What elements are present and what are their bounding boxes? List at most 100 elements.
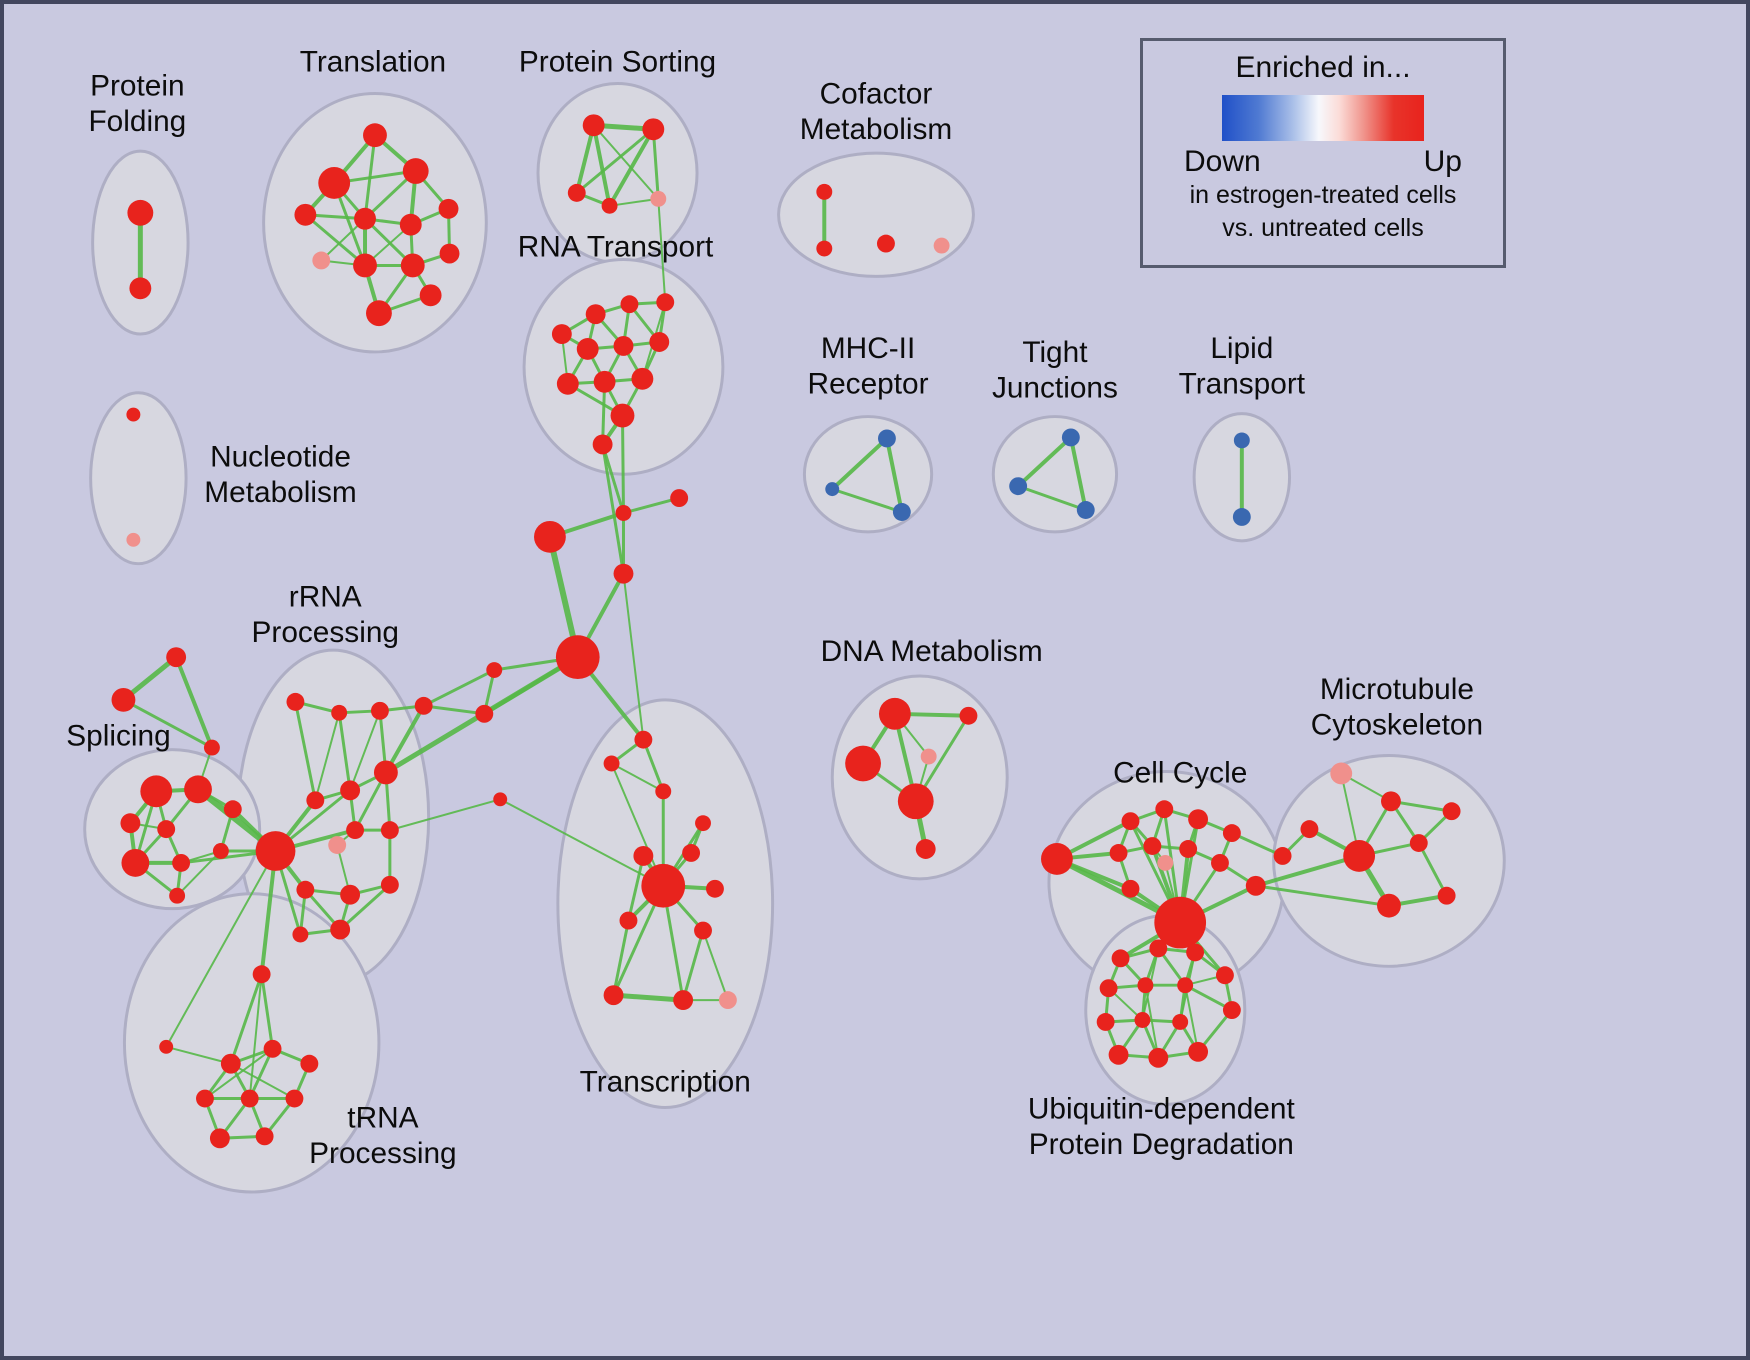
network-node-ub4[interactable] bbox=[1215, 966, 1234, 985]
network-node-tx7[interactable] bbox=[706, 879, 724, 898]
network-node-nm2[interactable] bbox=[126, 532, 141, 547]
network-node-cc3[interactable] bbox=[1155, 800, 1174, 819]
network-node-rt8[interactable] bbox=[556, 372, 579, 395]
network-node-cc2[interactable] bbox=[1121, 812, 1140, 831]
network-node-ub14[interactable] bbox=[1188, 1041, 1209, 1062]
network-node-ps4[interactable] bbox=[601, 197, 618, 214]
network-node-rr9[interactable] bbox=[380, 821, 399, 840]
network-node-st3[interactable] bbox=[203, 739, 220, 756]
network-node-cch[interactable] bbox=[1154, 896, 1207, 949]
network-node-mt4[interactable] bbox=[1343, 840, 1376, 872]
network-node-cf3[interactable] bbox=[876, 234, 895, 253]
network-node-ub6[interactable] bbox=[1137, 977, 1154, 994]
network-node-pf1[interactable] bbox=[127, 199, 154, 226]
network-node-tl11[interactable] bbox=[439, 243, 460, 264]
network-node-mt6[interactable] bbox=[1377, 893, 1401, 918]
network-node-ub7[interactable] bbox=[1177, 977, 1194, 994]
network-node-cc6[interactable] bbox=[1109, 844, 1128, 862]
network-node-pf2[interactable] bbox=[129, 277, 152, 300]
network-node-c7[interactable] bbox=[475, 704, 494, 723]
network-node-tl9[interactable] bbox=[353, 253, 377, 278]
network-node-tn2[interactable] bbox=[159, 1039, 174, 1054]
network-node-rt4[interactable] bbox=[656, 293, 675, 312]
network-node-c2[interactable] bbox=[670, 489, 689, 508]
network-node-rt11[interactable] bbox=[610, 403, 635, 428]
network-node-rr13[interactable] bbox=[380, 875, 399, 894]
network-node-dm2[interactable] bbox=[959, 706, 978, 725]
network-node-rr6[interactable] bbox=[340, 780, 361, 801]
network-node-mt2[interactable] bbox=[1381, 791, 1401, 812]
network-node-ps5[interactable] bbox=[650, 190, 667, 207]
network-node-lt2[interactable] bbox=[1232, 508, 1251, 526]
network-node-cc13[interactable] bbox=[1273, 847, 1292, 865]
network-node-tl8[interactable] bbox=[312, 251, 331, 270]
network-node-cc9[interactable] bbox=[1157, 854, 1174, 871]
network-node-cf4[interactable] bbox=[933, 237, 950, 254]
network-node-sl6[interactable] bbox=[121, 849, 150, 877]
network-node-tn1[interactable] bbox=[252, 965, 271, 984]
network-node-c6[interactable] bbox=[486, 662, 503, 679]
network-node-tl13[interactable] bbox=[419, 284, 442, 307]
network-node-ub10[interactable] bbox=[1134, 1012, 1151, 1028]
network-node-tl3[interactable] bbox=[402, 158, 429, 184]
network-node-tj3[interactable] bbox=[1076, 501, 1095, 519]
network-node-sl5[interactable] bbox=[223, 800, 242, 819]
network-node-dm5[interactable] bbox=[897, 783, 934, 820]
network-node-rr4[interactable] bbox=[414, 696, 433, 715]
network-node-nm1[interactable] bbox=[126, 407, 141, 422]
network-node-rr8[interactable] bbox=[346, 821, 365, 840]
network-node-tx5[interactable] bbox=[633, 846, 654, 866]
network-node-cc1[interactable] bbox=[1041, 843, 1073, 875]
network-node-ps3[interactable] bbox=[567, 183, 586, 202]
network-node-tl2[interactable] bbox=[318, 167, 351, 199]
network-node-c1[interactable] bbox=[615, 505, 632, 521]
network-node-mt5[interactable] bbox=[1409, 834, 1428, 852]
network-node-rt6[interactable] bbox=[613, 336, 634, 356]
network-node-st2[interactable] bbox=[111, 687, 136, 712]
network-node-mh3[interactable] bbox=[892, 503, 911, 521]
network-node-ub11[interactable] bbox=[1172, 1014, 1189, 1030]
network-node-cc12[interactable] bbox=[1245, 875, 1266, 896]
network-node-rt9[interactable] bbox=[593, 370, 616, 393]
network-node-mt1[interactable] bbox=[1330, 762, 1353, 785]
network-node-tn7[interactable] bbox=[240, 1089, 259, 1108]
network-node-ub13[interactable] bbox=[1148, 1047, 1169, 1068]
network-node-rr3[interactable] bbox=[370, 701, 389, 720]
network-node-c4[interactable] bbox=[613, 563, 634, 584]
network-node-tn4[interactable] bbox=[263, 1039, 282, 1058]
network-node-dm1[interactable] bbox=[878, 697, 911, 730]
network-node-tl7[interactable] bbox=[438, 198, 459, 219]
network-node-dm6[interactable] bbox=[915, 839, 936, 859]
network-node-tx11[interactable] bbox=[673, 990, 694, 1011]
network-node-sl8[interactable] bbox=[212, 843, 229, 859]
network-node-cc5[interactable] bbox=[1222, 824, 1241, 843]
network-node-rt5[interactable] bbox=[576, 338, 599, 360]
network-node-cf1[interactable] bbox=[816, 183, 833, 200]
network-node-tj1[interactable] bbox=[1061, 428, 1080, 447]
network-node-tx3[interactable] bbox=[655, 783, 672, 800]
network-node-tx9[interactable] bbox=[694, 921, 712, 940]
network-node-tx1[interactable] bbox=[634, 730, 653, 749]
network-node-mt3[interactable] bbox=[1300, 820, 1319, 839]
network-node-sl3[interactable] bbox=[120, 813, 141, 834]
network-node-rt10[interactable] bbox=[631, 367, 654, 390]
network-node-tj2[interactable] bbox=[1009, 477, 1028, 496]
network-node-c3[interactable] bbox=[534, 520, 566, 553]
network-node-tx8[interactable] bbox=[619, 911, 638, 930]
network-node-tx2[interactable] bbox=[603, 755, 620, 772]
network-node-sl1[interactable] bbox=[140, 775, 173, 808]
network-node-c5[interactable] bbox=[555, 635, 600, 680]
network-node-mh1[interactable] bbox=[877, 429, 896, 448]
network-node-tl1[interactable] bbox=[363, 123, 387, 148]
network-node-cc8[interactable] bbox=[1179, 840, 1198, 858]
network-node-sl7[interactable] bbox=[172, 853, 191, 872]
network-node-tn10[interactable] bbox=[255, 1127, 274, 1146]
network-node-lt1[interactable] bbox=[1233, 432, 1250, 449]
network-node-sl2[interactable] bbox=[184, 775, 212, 804]
network-node-rr10[interactable] bbox=[328, 836, 347, 854]
network-node-tl10[interactable] bbox=[400, 253, 425, 278]
network-node-tn6[interactable] bbox=[196, 1089, 214, 1108]
network-node-rr11[interactable] bbox=[296, 880, 315, 899]
network-node-cc11[interactable] bbox=[1121, 879, 1140, 898]
network-node-ub8[interactable] bbox=[1222, 1001, 1241, 1019]
